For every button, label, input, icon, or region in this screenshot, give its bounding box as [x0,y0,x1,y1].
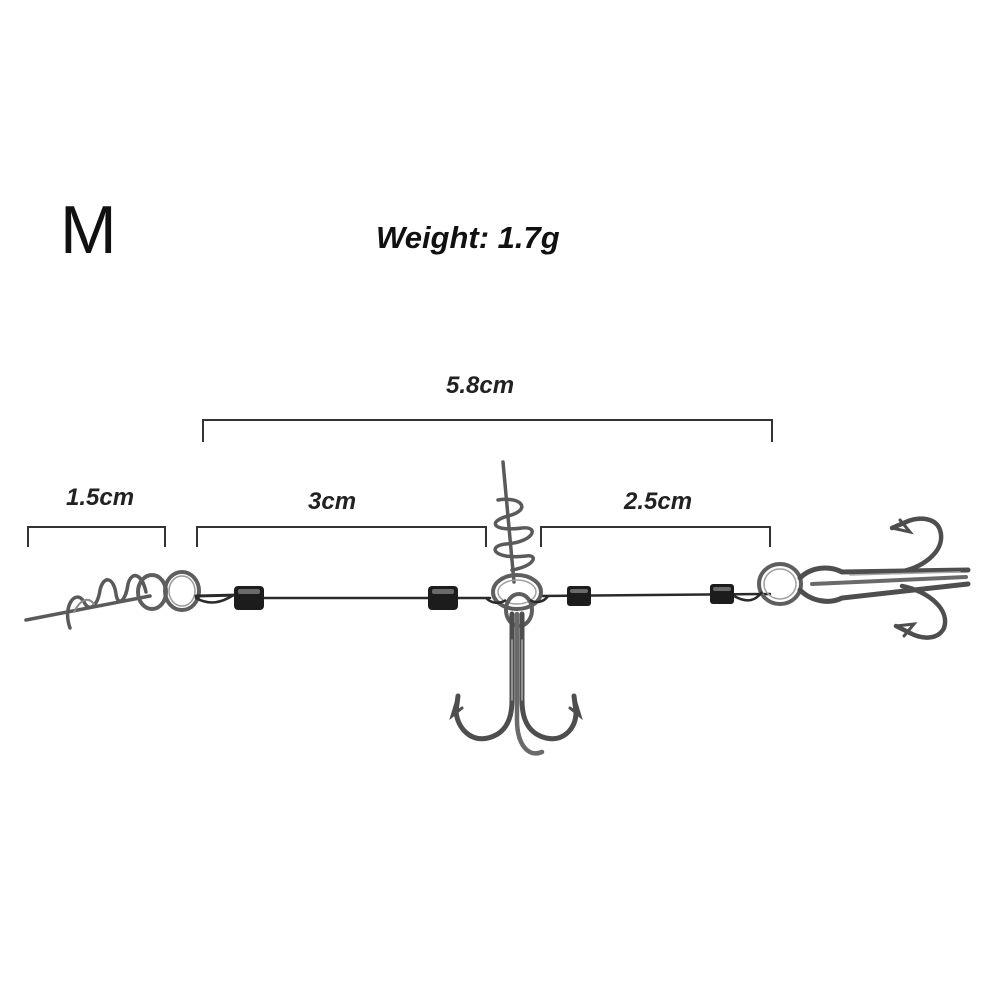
weight-label: Weight: 1.7g [376,220,560,255]
bracket-total [202,419,773,442]
dimension-front-label: 3cm [308,488,357,515]
center-screw-icon [493,460,535,584]
dimension-brackets [27,419,773,547]
dimension-rear-label: 2.5cm [624,488,693,515]
bracket-screw [27,526,166,547]
left-screw-icon [24,573,152,630]
size-label: M [60,192,117,268]
bracket-front [196,526,487,547]
wire-leader [194,592,772,604]
center-treble-hook-icon [449,611,583,756]
crimp-sleeve [710,584,734,604]
tail-treble-hook-icon [797,516,971,640]
left-split-rings [136,570,201,612]
crimp-sleeve [567,586,591,606]
crimp-sleeve [234,586,264,610]
dimension-screw-label: 1.5cm [66,484,135,511]
crimp-sleeves [234,584,734,610]
dimension-total-label: 5.8cm [446,372,515,399]
right-split-ring [733,562,803,606]
crimp-sleeve [428,586,458,610]
bracket-rear [540,526,771,547]
